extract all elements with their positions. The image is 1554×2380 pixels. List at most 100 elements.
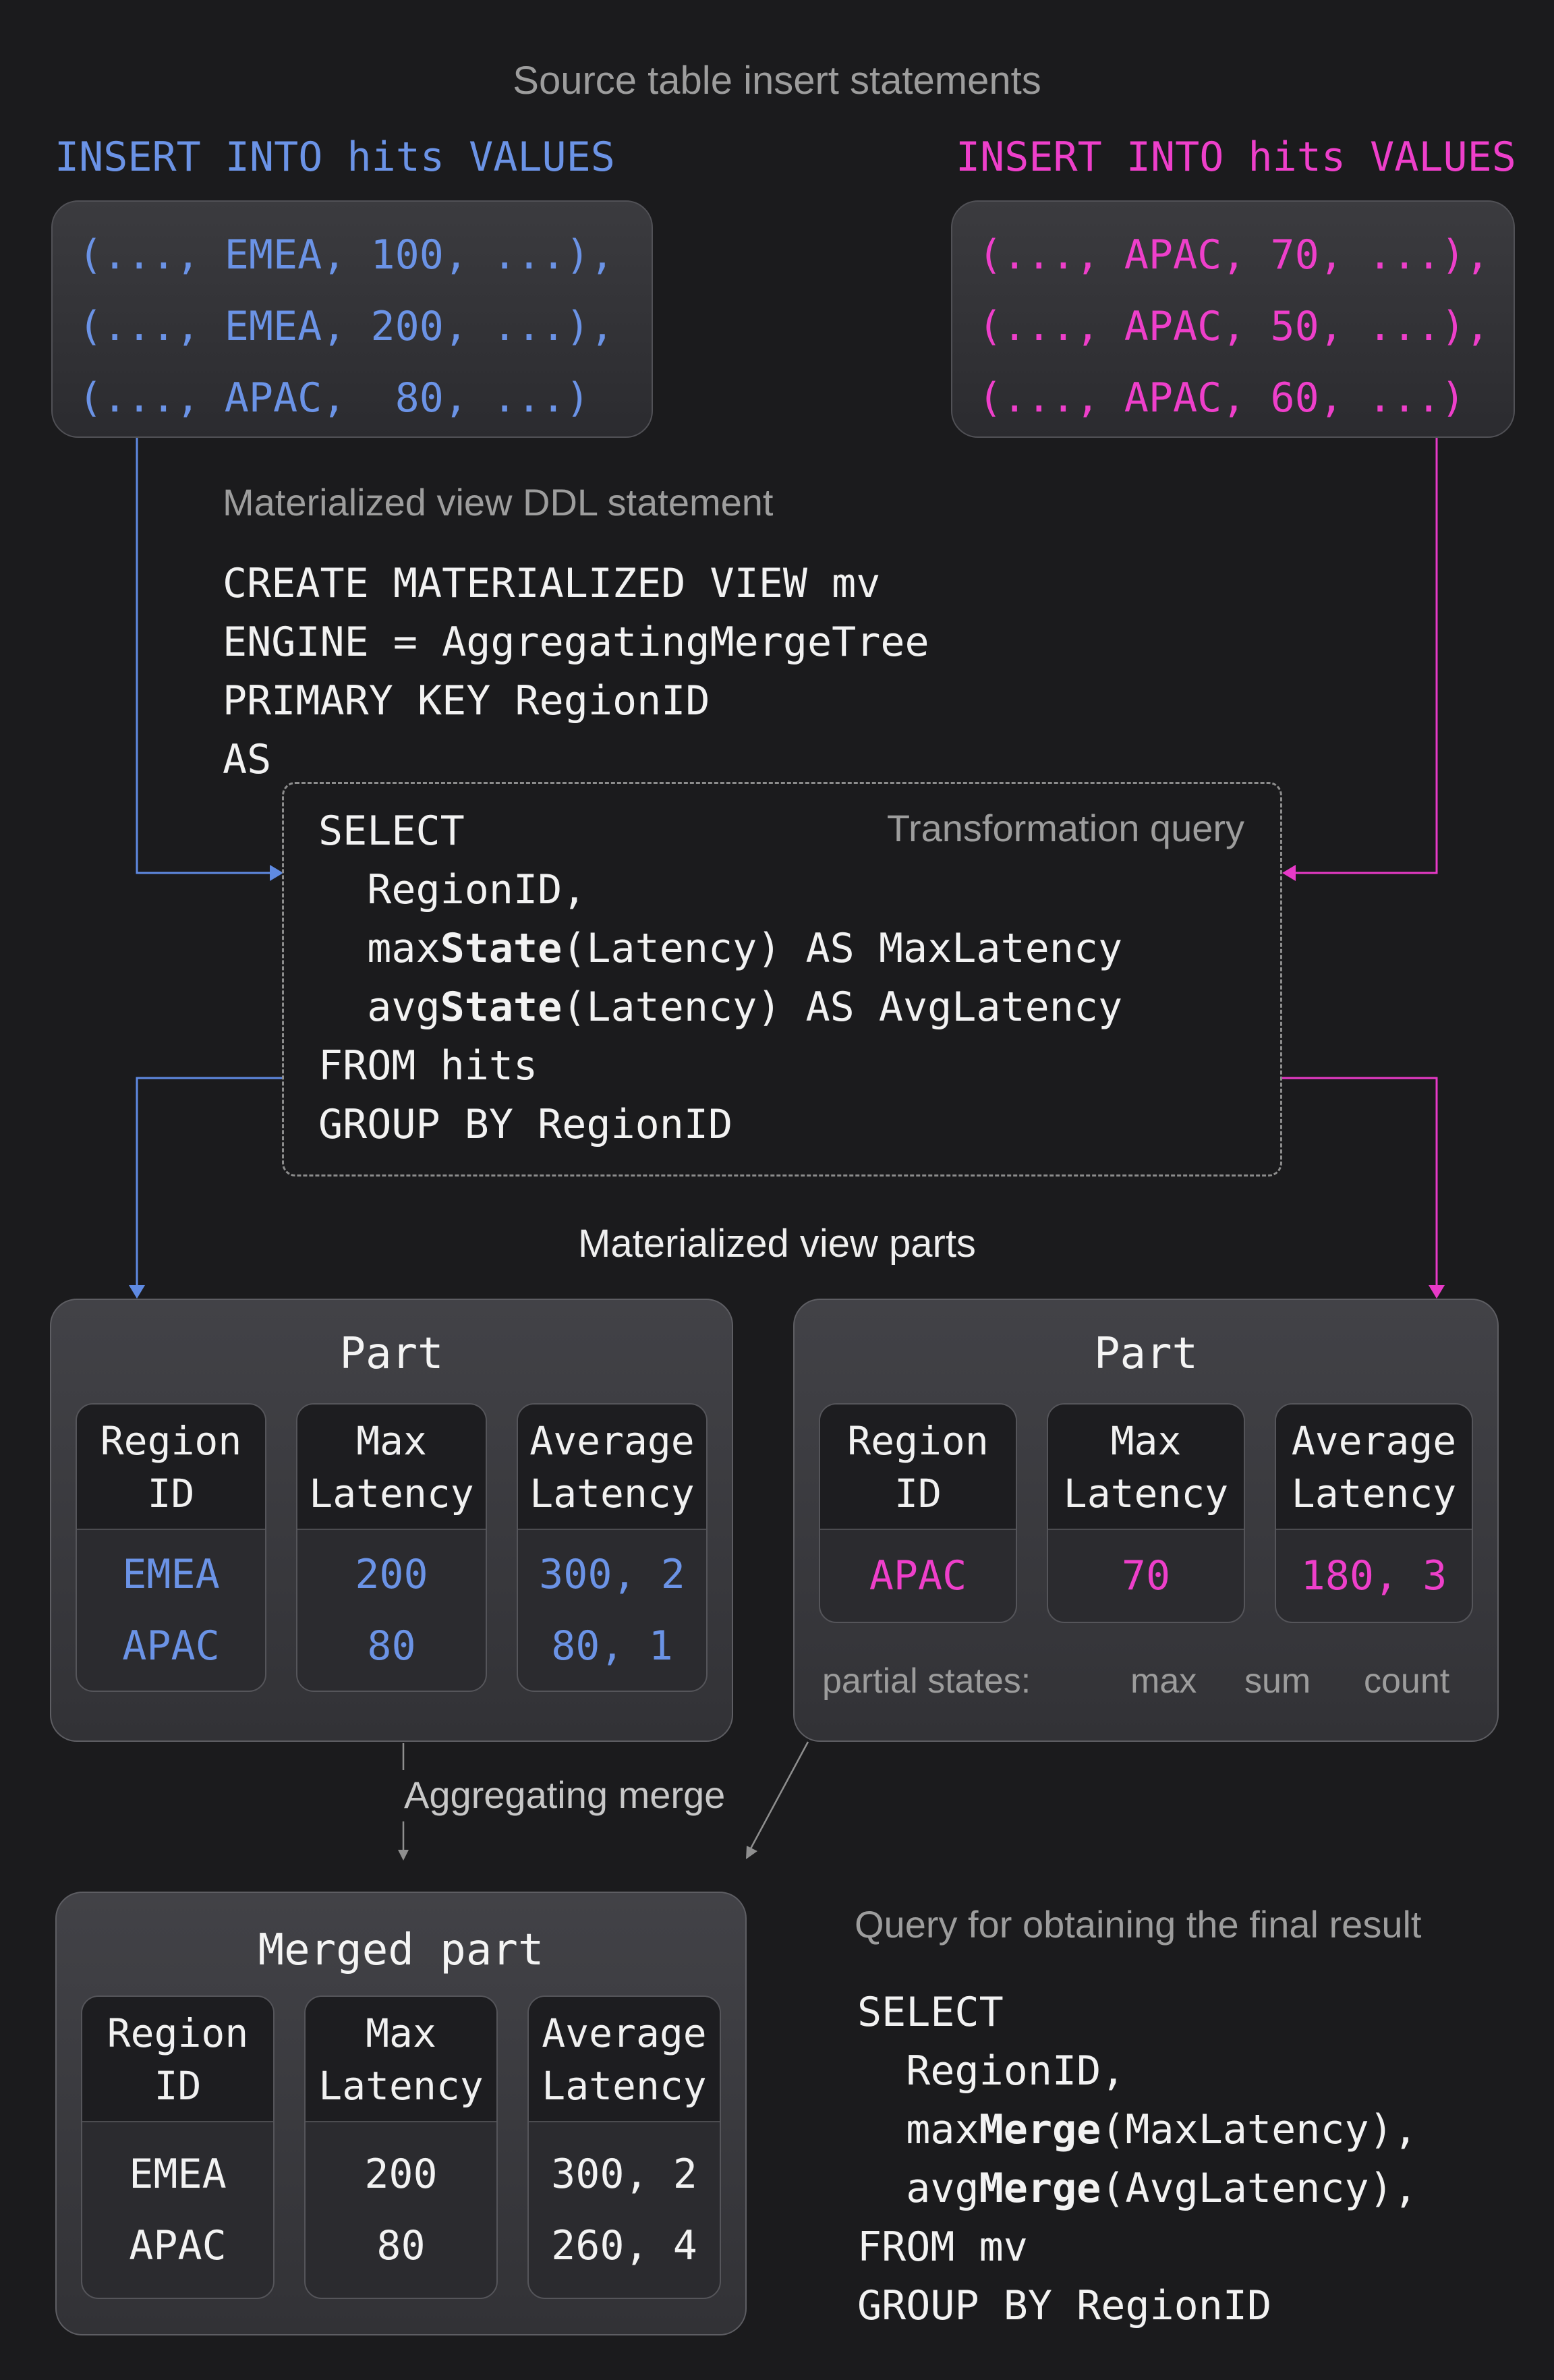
column-data: APAC <box>820 1530 1016 1622</box>
part-box-left: Part Region ID EMEA APAC Max Latency 200 <box>50 1299 733 1742</box>
insert-row: (..., APAC, 80, ...) <box>78 374 590 422</box>
column-header-line: Max <box>366 2010 436 2056</box>
column-data: EMEA APAC <box>77 1530 265 1691</box>
left-insert-box: (..., EMEA, 100, ...), (..., EMEA, 200, … <box>51 200 653 438</box>
cell: APAC <box>129 2222 227 2269</box>
column-header: Max Latency <box>1048 1405 1244 1530</box>
column-header-line: Average <box>529 1418 695 1464</box>
cell: 260, 4 <box>551 2222 697 2269</box>
column-header-line: Max <box>1110 1418 1182 1464</box>
code-line: maxMerge(MaxLatency), <box>857 2106 1418 2153</box>
cell: 180, 3 <box>1300 1552 1447 1599</box>
right-insert-header: INSERT INTO hits VALUES <box>956 134 1516 181</box>
code-line: FROM mv <box>857 2223 1028 2271</box>
code-line: GROUP BY RegionID <box>857 2282 1272 2329</box>
partial-state-sum-label: sum <box>1244 1662 1311 1701</box>
insert-row: (..., APAC, 60, ...) <box>978 374 1466 422</box>
part-box-right: Part Region ID APAC Max Latency 70 <box>793 1299 1499 1742</box>
insert-row: (..., APAC, 50, ...), <box>978 303 1490 350</box>
column-data: 180, 3 <box>1276 1530 1472 1622</box>
cell: 80 <box>367 1622 416 1670</box>
partial-states-label: partial states: <box>822 1662 1031 1701</box>
column-max-latency: Max Latency 200 80 <box>304 1995 498 2299</box>
final-query-code-block: SELECT RegionID, maxMerge(MaxLatency), a… <box>857 1983 1418 2335</box>
column-header: Average Latency <box>518 1405 706 1530</box>
column-max-latency: Max Latency 70 <box>1047 1403 1245 1623</box>
column-average-latency: Average Latency 300, 2 260, 4 <box>527 1995 721 2299</box>
merged-part-title: Merged part <box>258 1925 544 1975</box>
code-line: SELECT <box>857 1989 1004 2036</box>
column-average-latency: Average Latency 300, 2 80, 1 <box>517 1403 708 1692</box>
column-data: 300, 2 260, 4 <box>529 2122 720 2298</box>
magenta-insert-to-query-arrow <box>1282 438 1438 881</box>
insert-row: (..., EMEA, 100, ...), <box>78 231 614 279</box>
column-header-line: Latency <box>318 2063 484 2109</box>
code-line: CREATE MATERIALIZED VIEW mv <box>223 560 881 607</box>
column-data: 300, 2 80, 1 <box>518 1530 706 1691</box>
arrow-right-icon <box>270 865 283 881</box>
insert-row: (..., EMEA, 200, ...), <box>78 303 614 350</box>
code-line: PRIMARY KEY RegionID <box>223 677 710 725</box>
column-header-line: Region <box>107 2010 249 2056</box>
column-header: Max Latency <box>306 1997 496 2122</box>
column-header-line: Region <box>100 1418 242 1464</box>
arrow-down-icon <box>129 1285 145 1299</box>
cell: 300, 2 <box>539 1551 685 1598</box>
merged-part-box: Merged part Region ID EMEA APAC Max Late… <box>55 1892 747 2335</box>
code-line: AS <box>223 736 272 783</box>
left-insert-header: INSERT INTO hits VALUES <box>55 134 615 181</box>
column-header-line: ID <box>154 2063 202 2109</box>
insert-row: (..., APAC, 70, ...), <box>978 231 1490 279</box>
column-header: Region ID <box>82 1997 273 2122</box>
column-header-line: Latency <box>529 1471 695 1517</box>
column-header-line: Average <box>542 2010 707 2056</box>
page-title: Source table insert statements <box>513 59 1041 103</box>
column-header-line: Latency <box>542 2063 707 2109</box>
cell: 200 <box>364 2151 438 2198</box>
column-header: Region ID <box>820 1405 1016 1530</box>
column-header-line: Region <box>847 1418 989 1464</box>
part-title: Part <box>339 1329 444 1379</box>
cell: EMEA <box>129 2151 227 2198</box>
column-data: 70 <box>1048 1530 1244 1622</box>
column-region-id: Region ID APAC <box>819 1403 1017 1623</box>
code-line: GROUP BY RegionID <box>318 1101 733 1148</box>
final-query-heading: Query for obtaining the final result <box>855 1903 1422 1946</box>
column-header-line: Average <box>1291 1418 1457 1464</box>
ddl-heading: Materialized view DDL statement <box>223 481 774 523</box>
code-line: RegionID, <box>318 866 587 913</box>
cell: EMEA <box>122 1551 220 1598</box>
code-line: avgState(Latency) AS AvgLatency <box>318 984 1123 1031</box>
code-line: FROM hits <box>318 1042 538 1089</box>
transformation-query-box <box>282 782 1282 1177</box>
arrow-down-icon <box>1429 1285 1445 1299</box>
column-header-line: Latency <box>1063 1471 1229 1517</box>
column-header-line: Max <box>356 1418 427 1464</box>
code-line: maxState(Latency) AS MaxLatency <box>318 925 1123 972</box>
column-average-latency: Average Latency 180, 3 <box>1275 1403 1473 1623</box>
code-line: avgMerge(AvgLatency), <box>857 2165 1418 2212</box>
column-header-line: Latency <box>309 1471 474 1517</box>
column-max-latency: Max Latency 200 80 <box>296 1403 487 1692</box>
column-header-line: ID <box>894 1471 942 1517</box>
cell: 200 <box>355 1551 428 1598</box>
part-columns: Region ID EMEA APAC Max Latency 200 80 <box>76 1403 708 1692</box>
column-data: EMEA APAC <box>82 2122 273 2298</box>
column-header-line: ID <box>147 1471 195 1517</box>
code-line: ENGINE = AggregatingMergeTree <box>223 619 929 666</box>
code-line: SELECT <box>318 808 465 855</box>
column-region-id: Region ID EMEA APAC <box>81 1995 275 2299</box>
aggregating-merge-label: Aggregating merge <box>404 1774 726 1816</box>
part-title: Part <box>1093 1329 1199 1379</box>
cell: APAC <box>869 1552 967 1599</box>
column-header: Region ID <box>77 1405 265 1530</box>
code-line: RegionID, <box>857 2047 1126 2095</box>
part-columns: Region ID APAC Max Latency 70 Average <box>819 1403 1473 1623</box>
transformation-query-label: Transformation query <box>886 807 1244 849</box>
merge-arrow-from-right-part <box>746 1741 809 1859</box>
cell: 80 <box>376 2222 426 2269</box>
column-header-line: Latency <box>1291 1471 1457 1517</box>
column-header: Average Latency <box>1276 1405 1472 1530</box>
column-data: 200 80 <box>306 2122 496 2298</box>
